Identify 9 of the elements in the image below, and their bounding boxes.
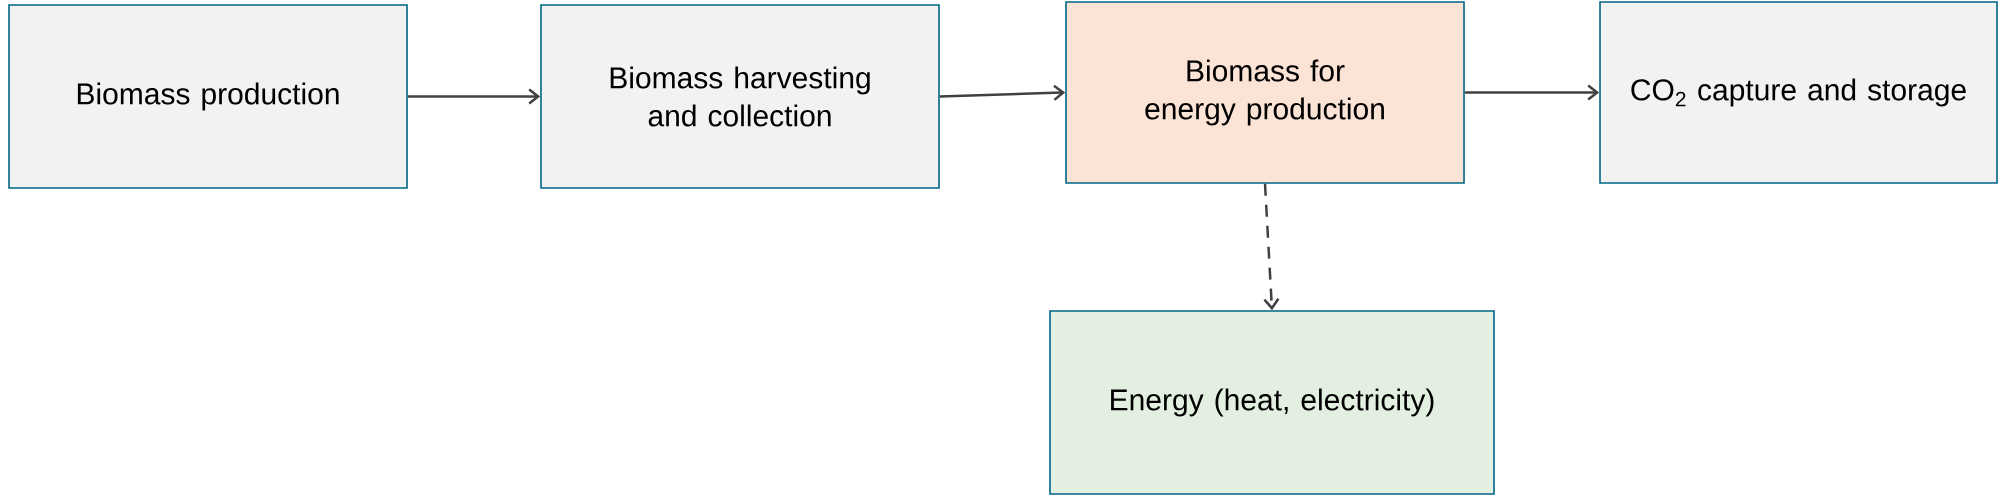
process-box: Biomass harvesting and collection: [540, 4, 940, 189]
arrow: [939, 84, 1066, 101]
process-box: Biomass for energy production: [1065, 1, 1465, 184]
process-box: Energy (heat, electricity): [1049, 310, 1495, 495]
process-box: Biomass production: [8, 4, 408, 189]
arrow: [1263, 183, 1280, 311]
process-box: CO$_{2}$ capture and storage: [1599, 1, 1998, 184]
arrow: [407, 88, 541, 105]
arrow: [1464, 84, 1600, 101]
